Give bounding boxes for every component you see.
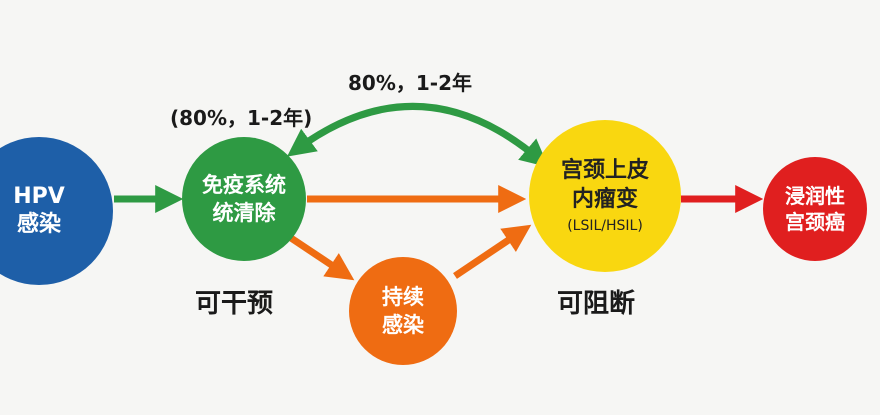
node-persistent-line1: 持续 — [382, 285, 424, 309]
node-clearance-line1: 免疫系统 — [202, 173, 286, 197]
node-hpv-infection: HPV 感染 — [0, 137, 113, 285]
node-clearance-line2: 统清除 — [212, 201, 276, 225]
node-cervical-intraepithelial-neoplasia: 宫颈上皮 内瘤变 (LSIL/HSIL) — [529, 120, 681, 272]
node-immune-clearance: 免疫系统 统清除 — [182, 137, 306, 261]
node-lesion-line2: 内瘤变 — [571, 187, 638, 212]
node-persistent-line2: 感染 — [382, 313, 424, 337]
regression-label: (80%，1-2年) — [170, 106, 313, 130]
node-lesion-subtitle: (LSIL/HSIL) — [567, 218, 643, 234]
node-persistent-infection: 持续 感染 — [349, 257, 457, 365]
interventable-label: 可干预 — [195, 289, 274, 319]
node-cancer-line2: 宫颈癌 — [785, 210, 845, 234]
node-cancer-line1: 浸润性 — [785, 184, 845, 208]
blockable-label: 可阻断 — [557, 289, 636, 319]
arrow-persistent-to-lesion — [453, 224, 532, 279]
node-hpv-line1: HPV — [13, 184, 65, 209]
node-invasive-cervical-cancer: 浸润性 宫颈癌 — [763, 157, 867, 261]
node-lesion-line1: 宫颈上皮 — [560, 158, 649, 183]
arrow-clearance-lesion-arc — [287, 103, 549, 168]
node-hpv-line2: 感染 — [16, 212, 61, 237]
arrow-clearance-to-persistent — [286, 233, 355, 281]
arc-top-label: 80%，1-2年 — [348, 71, 473, 95]
